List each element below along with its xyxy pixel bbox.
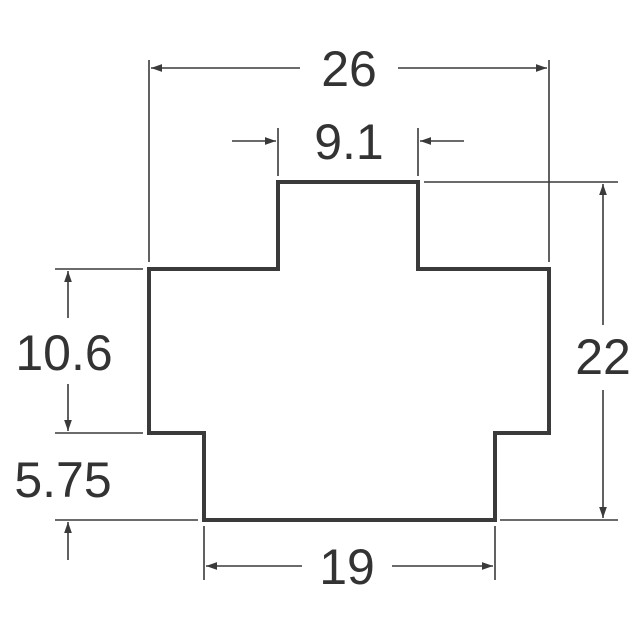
dim-overall-height-label: 22: [575, 329, 631, 385]
dim-top-width-label: 9.1: [314, 114, 384, 170]
dim-bottom-width: 19: [206, 539, 493, 595]
dim-side-height-label: 10.6: [15, 325, 112, 381]
dim-overall-width-label: 26: [321, 41, 377, 97]
part-outline: [147, 180, 551, 522]
dim-bottom-step: 5.75: [14, 452, 112, 560]
dim-top-width: 9.1: [232, 114, 464, 170]
dim-side-height: 10.6: [15, 271, 113, 431]
dim-bottom-width-label: 19: [319, 539, 375, 595]
dim-overall-width: 26: [151, 41, 547, 97]
extension-lines: [55, 60, 618, 580]
dim-overall-height: 22: [575, 184, 631, 518]
dim-bottom-step-label: 5.75: [14, 452, 111, 508]
